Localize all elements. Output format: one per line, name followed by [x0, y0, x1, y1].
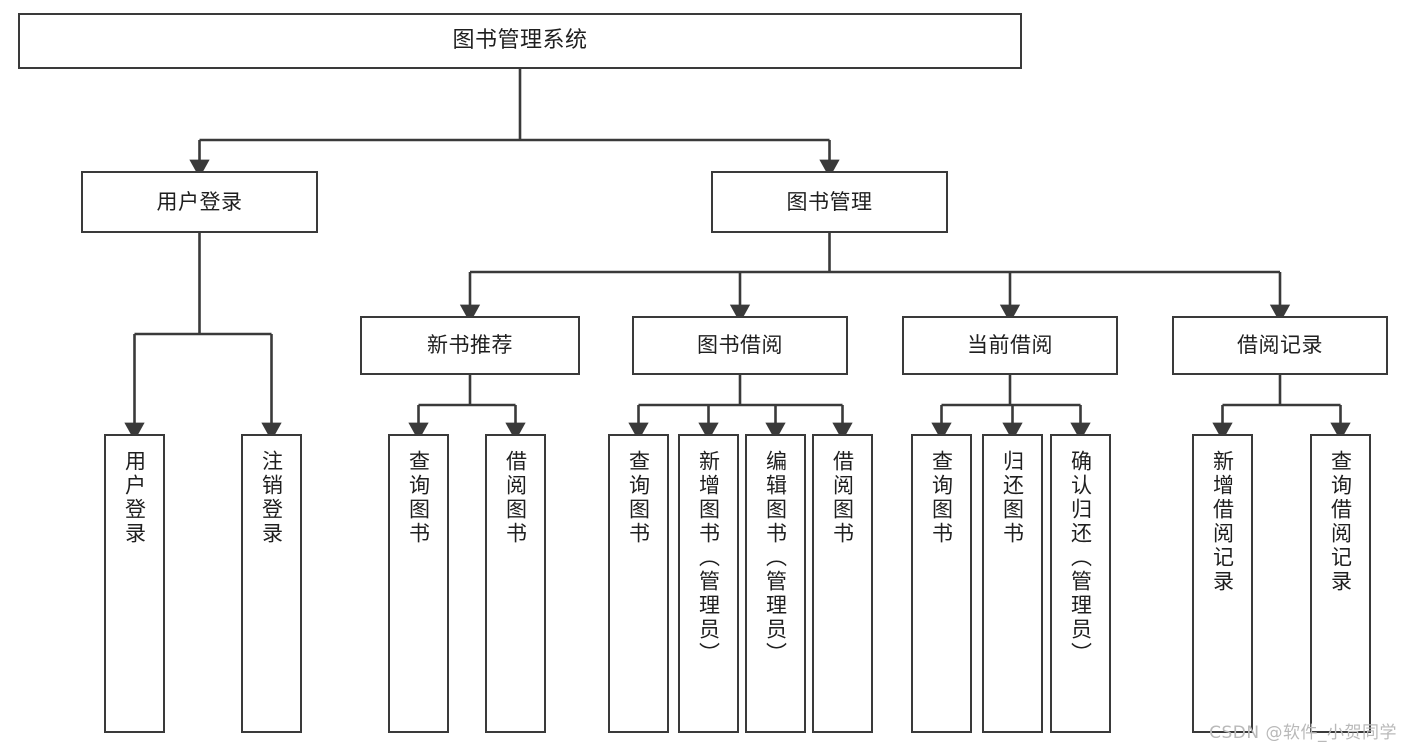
node-book-management[interactable]: 图书管理: [711, 171, 948, 233]
node-label: 新增图书（管理员）: [696, 450, 721, 666]
leaf-user-login[interactable]: 用户登录: [104, 434, 165, 733]
node-label: 图书借阅: [697, 333, 783, 358]
leaf-edit-book-admin[interactable]: 编辑图书（管理员）: [745, 434, 806, 733]
leaf-query-book-new[interactable]: 查询图书: [388, 434, 449, 733]
watermark: CSDN @软件_小贺同学: [1209, 723, 1397, 743]
node-borrow-record[interactable]: 借阅记录: [1172, 316, 1388, 375]
node-label: 用户登录: [156, 189, 243, 214]
node-current-borrow[interactable]: 当前借阅: [902, 316, 1118, 375]
node-user-login[interactable]: 用户登录: [81, 171, 318, 233]
leaf-query-borrow-record[interactable]: 查询借阅记录: [1310, 434, 1371, 733]
leaf-borrow-book-new[interactable]: 借阅图书: [485, 434, 546, 733]
node-label: 编辑图书（管理员）: [763, 450, 788, 666]
leaf-return-book[interactable]: 归还图书: [982, 434, 1043, 733]
leaf-logout[interactable]: 注销登录: [241, 434, 302, 733]
node-label: 借阅图书: [503, 450, 528, 546]
node-label: 图书管理系统: [452, 28, 588, 54]
leaf-add-book-admin[interactable]: 新增图书（管理员）: [678, 434, 739, 733]
node-label: 当前借阅: [967, 333, 1053, 358]
node-label: 借阅图书: [830, 450, 855, 546]
node-label: 图书管理: [786, 189, 873, 214]
node-label: 新书推荐: [427, 333, 513, 358]
node-label: 注销登录: [259, 450, 284, 546]
leaf-confirm-return-admin[interactable]: 确认归还（管理员）: [1050, 434, 1111, 733]
node-book-borrow[interactable]: 图书借阅: [632, 316, 848, 375]
node-label: 查询图书: [626, 450, 651, 546]
node-label: 查询借阅记录: [1328, 450, 1353, 594]
node-label: 归还图书: [1000, 450, 1025, 546]
node-root[interactable]: 图书管理系统: [18, 13, 1022, 69]
node-new-book-recommend[interactable]: 新书推荐: [360, 316, 580, 375]
leaf-query-book[interactable]: 查询图书: [608, 434, 669, 733]
node-label: 查询图书: [406, 450, 431, 546]
node-label: 查询图书: [929, 450, 954, 546]
node-label: 新增借阅记录: [1210, 450, 1235, 594]
node-label: 借阅记录: [1237, 333, 1323, 358]
leaf-add-borrow-record[interactable]: 新增借阅记录: [1192, 434, 1253, 733]
node-label: 确认归还（管理员）: [1068, 450, 1093, 666]
leaf-borrow-book[interactable]: 借阅图书: [812, 434, 873, 733]
node-label: 用户登录: [122, 450, 147, 546]
leaf-query-book-current[interactable]: 查询图书: [911, 434, 972, 733]
